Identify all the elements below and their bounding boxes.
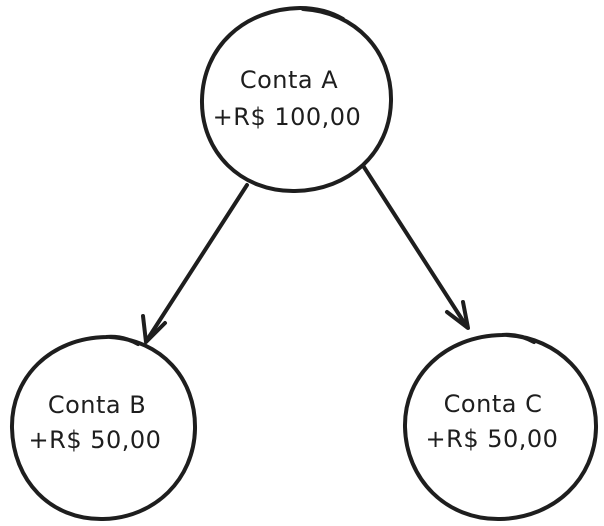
arrowhead-icon <box>141 314 167 344</box>
node-circle <box>402 332 599 522</box>
arrow-line <box>360 162 469 329</box>
edge-conta-a-to-conta-b[interactable] <box>141 183 249 344</box>
node-label: Conta A <box>240 66 338 94</box>
node-label: Conta C <box>444 390 543 418</box>
arrowhead-icon <box>445 300 470 330</box>
edge-conta-a-to-conta-c[interactable] <box>360 162 470 330</box>
node-conta-c[interactable]: Conta C +R$ 50,00 <box>402 332 599 522</box>
node-conta-a[interactable]: Conta A +R$ 100,00 <box>199 6 394 194</box>
node-value: +R$ 100,00 <box>213 103 362 131</box>
node-label: Conta B <box>48 391 146 419</box>
node-circle <box>9 334 198 522</box>
arrow-line <box>145 183 249 342</box>
node-value: +R$ 50,00 <box>426 425 559 453</box>
node-circle <box>199 6 394 194</box>
node-value: +R$ 50,00 <box>29 426 162 454</box>
node-conta-b[interactable]: Conta B +R$ 50,00 <box>9 334 198 522</box>
